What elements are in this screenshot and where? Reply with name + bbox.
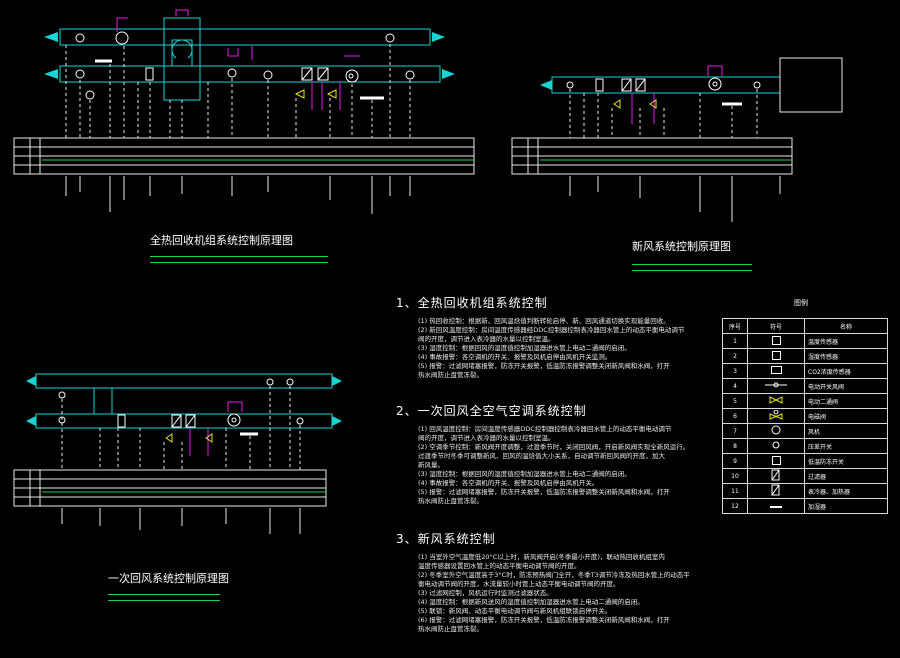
notes-line: (6) 报警：过滤网堵塞报警，防冻开关报警，低温防冻报警调整关闭新风阀和水阀，打… (418, 616, 670, 624)
two-way-valve-icon (747, 393, 805, 409)
notes-line: (3) 湿度控制：根据回风的湿度值控制加湿器进水管上电动二通阀的启闭。 (418, 344, 631, 352)
notes-heading: 3、新风系统控制 (396, 532, 496, 546)
notes-line: (1) 当室外空气温度低20°C以上时，新风阀开启(冬季最小开度)，联动热回收机… (418, 553, 665, 561)
legend-table: 序号 符号 名称 1 温度传感器 2 湿度传感器 3 CO2浓度传感器 4 电动开关风阀… (722, 318, 888, 514)
title-underline (632, 270, 752, 271)
primary-return-title: 一次回风系统控制原理图 (108, 572, 229, 585)
legend-no: 2 (722, 348, 748, 364)
legend-no: 9 (722, 453, 748, 469)
notes-line: (3) 过滤网控制，风机运行时监测过滤器状态。 (418, 589, 553, 597)
notes-line: (4) 事故报警：各空调机的开关、报警及风机启停由风机开关监测。 (418, 353, 612, 361)
legend-no: 6 (722, 408, 748, 424)
legend-row: 11 表冷器、加热器 (722, 483, 888, 499)
notes-line: (4) 湿度控制：根据新风送风的湿度值控制加湿器进水管上电动二通阀的启闭。 (418, 598, 644, 606)
legend-header: 序号 (722, 318, 748, 334)
legend-name: 电磁阀 (804, 408, 888, 424)
legend-name: 风机 (804, 423, 888, 439)
notes-line: 阀的开度，调节进入表冷器的水量以控制室温。 (418, 434, 555, 442)
legend-name: 低温防冻开关 (804, 453, 888, 469)
legend-row: 10 过滤器 (722, 468, 888, 484)
notes-line: (1) 回风温度控制：房间温度传感器DDC控制器控制表冷器回水管上的动态平衡电动… (418, 425, 672, 433)
pressure-switch-icon (747, 438, 805, 454)
notes-line: 热水阀防止盘管冻裂。 (418, 371, 483, 379)
notes-section-3: 3、新风系统控制 (1) 当室外空气温度低20°C以上时，新风阀开启(冬季最小开… (396, 530, 690, 634)
legend-no: 11 (722, 483, 748, 499)
legend-no: 4 (722, 378, 748, 394)
legend-name: 湿度传感器 (804, 348, 888, 364)
legend-row: 12 加湿器 (722, 498, 888, 514)
co2-sensor-icon (747, 363, 805, 379)
filter-icon (747, 468, 805, 484)
notes-line: (1) 热回收控制：根据新、回风温焓值判断转轮启停、新、回风通道切换实现能量回收… (418, 317, 670, 325)
legend-row: 7 风机 (722, 423, 888, 439)
legend-no: 3 (722, 363, 748, 379)
legend-no: 10 (722, 468, 748, 484)
temperature-sensor-icon (747, 333, 805, 349)
legend-row: 5 电动二通阀 (722, 393, 888, 409)
legend-header: 符号 (747, 318, 805, 334)
notes-heading: 1、全热回收机组系统控制 (396, 296, 548, 310)
legend-row: 8 压差开关 (722, 438, 888, 454)
legend-header: 名称 (804, 318, 888, 334)
notes-heading: 2、一次回风全空气空调系统控制 (396, 404, 587, 418)
legend-no: 12 (722, 498, 748, 514)
notes-section-2: 2、一次回风全空气空调系统控制 (1) 回风温度控制：房间温度传感器DDC控制器… (396, 402, 689, 506)
title-underline (150, 262, 328, 263)
legend-name: 电动开关风阀 (804, 378, 888, 394)
notes-line: 热水阀防止盘管冻裂。 (418, 625, 483, 633)
notes-line: 过渡季节时冬季可调整新风、回风的温焓值大小关系，自动调节新回风阀的开度，加大 (418, 452, 665, 460)
notes-line: 热水阀防止盘管冻裂。 (418, 497, 483, 505)
legend-no: 5 (722, 393, 748, 409)
notes-line: (4) 事故报警：各空调机的开关、报警及风机启停由风机开关。 (418, 479, 599, 487)
humidity-sensor-icon (747, 348, 805, 364)
notes-line: (2) 新回风温度控制：房间温度传感器经DDC控制器控制表冷器回水管上的动态平衡… (418, 326, 685, 334)
notes-line: (5) 联锁：新风阀、动态平衡电动调节阀与新风机组联锁启停开关。 (418, 607, 612, 615)
notes-line: 温度传感器设置回水管上的动态平衡电动调节阀的开度。 (418, 562, 581, 570)
notes-line: (2) 冬季室外空气温度高于3°C时，防冻预热阀门全开，冬季T3调节冷冻及热回水… (418, 571, 690, 579)
legend-row: 3 CO2浓度传感器 (722, 363, 888, 379)
legend-no: 8 (722, 438, 748, 454)
legend-no: 7 (722, 423, 748, 439)
notes-line: (5) 报警：过滤网堵塞报警，防冻开关报警，低温防冻报警调整关闭新风阀和水阀，打… (418, 488, 670, 496)
legend-row: 1 温度传感器 (722, 333, 888, 349)
legend-row: 9 低温防冻开关 (722, 453, 888, 469)
notes-line: (2) 空调季节控制：新风阀开度调整，过渡季节时，关闭回风阀，开启新风阀实现全新… (418, 443, 690, 451)
legend-name: 压差开关 (804, 438, 888, 454)
notes-line: 新风量。 (418, 461, 444, 469)
legend-header-row: 序号 符号 名称 (722, 318, 888, 334)
primary-return-diagram (13, 373, 342, 534)
freeze-switch-icon (747, 453, 805, 469)
notes-line: (5) 报警：过滤网堵塞报警，防冻开关报警，低温防冻报警调整关闭新风阀和水阀，打… (418, 362, 670, 370)
legend-name: 过滤器 (804, 468, 888, 484)
title-underline (108, 600, 220, 601)
legend-name: CO2浓度传感器 (804, 363, 888, 379)
fresh-air-title: 新风系统控制原理图 (632, 240, 731, 253)
fresh-air-diagram (511, 57, 843, 222)
heat-recovery-diagram (13, 9, 475, 214)
notes-section-1: 1、全热回收机组系统控制 (1) 热回收控制：根据新、回风温焓值判断转轮启停、新… (396, 294, 684, 380)
motorized-damper-icon (747, 378, 805, 394)
notes-line: 阀的开度，调节进入表冷器的水量以控制室温。 (418, 335, 555, 343)
humidifier-icon (747, 498, 805, 514)
title-underline (150, 256, 328, 257)
notes-line: 衡电动调节阀的开度，水流量较小时管上动态平衡电动调节阀的开度。 (418, 580, 620, 588)
legend-no: 1 (722, 333, 748, 349)
legend-name: 温度传感器 (804, 333, 888, 349)
legend-row: 6 电磁阀 (722, 408, 888, 424)
coil-icon (747, 483, 805, 499)
legend-name: 加湿器 (804, 498, 888, 514)
legend-row: 4 电动开关风阀 (722, 378, 888, 394)
legend-title: 图例 (794, 299, 808, 307)
title-underline (632, 264, 752, 265)
legend-row: 2 湿度传感器 (722, 348, 888, 364)
notes-line: (3) 湿度控制：根据回风的湿度值控制加湿器进水管上电动二通阀的启闭。 (418, 470, 631, 478)
solenoid-valve-icon (747, 408, 805, 424)
fan-icon (747, 423, 805, 439)
legend-name: 电动二通阀 (804, 393, 888, 409)
legend-name: 表冷器、加热器 (804, 483, 888, 499)
title-underline (108, 594, 220, 595)
heat-recovery-title: 全热回收机组系统控制原理图 (150, 234, 293, 247)
